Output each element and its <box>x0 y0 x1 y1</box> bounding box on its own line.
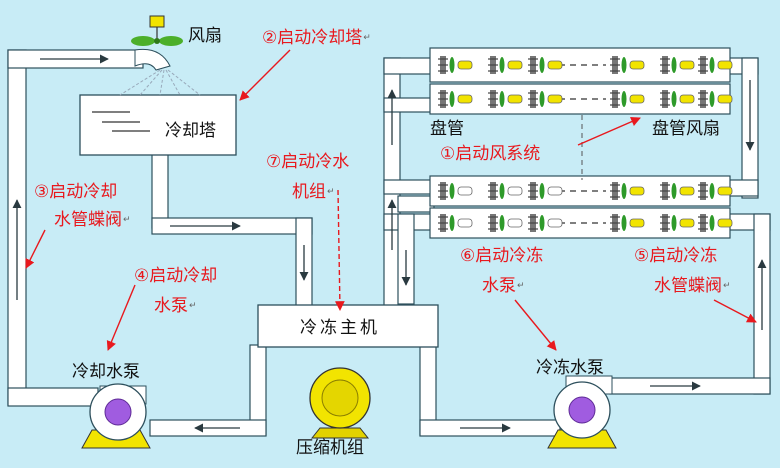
coil-label: 盘管 <box>430 119 464 139</box>
pipe-tower-down <box>151 149 169 229</box>
coil-row <box>429 83 733 115</box>
step-7-label-line1: ⑦启动冷水 <box>266 152 350 172</box>
coil-fan-icon <box>539 57 545 73</box>
coil-fan-icon <box>449 91 455 107</box>
step-3-label-line2: 水管蝶阀↵ <box>54 210 131 230</box>
fan-icon <box>131 15 183 46</box>
coil-fan-icon <box>621 183 627 199</box>
step-6-label-line2: 水泵↵ <box>482 276 525 296</box>
coil-fan-icon <box>449 183 455 199</box>
coil-row <box>429 47 733 83</box>
coil-fan-icon <box>671 57 677 73</box>
step-5-label-line2: 水管蝶阀↵ <box>654 276 731 296</box>
coil-fan-label: 盘管风扇 <box>652 119 720 139</box>
coil-fan-icon <box>709 183 715 199</box>
coil-fan-icon <box>449 215 455 231</box>
coil-fan-icon <box>709 91 715 107</box>
pipe-return-a <box>397 195 435 213</box>
flow-arrows <box>12 54 767 433</box>
coil-fan-icon <box>671 215 677 231</box>
step-5-label-line1: ⑤启动冷冻 <box>634 246 718 266</box>
cooling-tower <box>79 48 237 156</box>
step-1-label: ①启动风系统 <box>440 144 541 164</box>
step-4-label-line1: ④启动冷却 <box>134 266 218 286</box>
coil-fan-icon <box>709 57 715 73</box>
pipe-to-coil-3 <box>383 179 435 195</box>
coil-fan-icon <box>499 215 505 231</box>
coil-row <box>429 175 733 207</box>
step-7-label-line2: 机组↵ <box>292 182 335 202</box>
coil-fan-icon <box>709 215 715 231</box>
coil-row <box>429 207 733 239</box>
coil-fan-icon <box>499 183 505 199</box>
chiller-box <box>257 304 439 348</box>
coil-rows <box>429 47 733 239</box>
pointer-arrows <box>25 49 757 351</box>
coil-fan-icon <box>539 183 545 199</box>
coil-fan-icon <box>621 57 627 73</box>
coil-fan-icon <box>671 183 677 199</box>
coil-fan-icon <box>539 91 545 107</box>
pipe-coil-right-3 <box>727 179 759 197</box>
chilled-water-pump <box>547 375 617 449</box>
coil-fan-icon <box>499 91 505 107</box>
coil-fan-icon <box>539 215 545 231</box>
step-6-label-line1: ⑥启动冷冻 <box>460 246 544 266</box>
compressor-label: 压缩机组 <box>296 438 364 458</box>
chilled-pump-label: 冷冻水泵 <box>536 358 604 378</box>
step-2-label: ②启动冷却塔↵ <box>262 28 371 48</box>
cooling-pump-label: 冷却水泵 <box>72 362 140 382</box>
pipe-left-bottom <box>7 387 99 407</box>
step-3-label-line1: ③启动冷却 <box>34 182 118 202</box>
chiller-label: 冷冻主机 <box>300 318 380 338</box>
cooling-water-pump <box>81 383 151 449</box>
coil-fan-icon <box>621 215 627 231</box>
pipe-to-coil-1 <box>383 57 435 75</box>
step-4-label-line2: 水泵↵ <box>154 296 197 316</box>
fan-label: 风扇 <box>188 26 222 46</box>
coil-fan-icon <box>499 57 505 73</box>
coil-fan-icon <box>449 57 455 73</box>
coil-fan-icon <box>671 91 677 107</box>
coil-fan-icon <box>621 91 627 107</box>
compressor <box>309 367 371 439</box>
tower-label: 冷却塔 <box>165 121 216 141</box>
